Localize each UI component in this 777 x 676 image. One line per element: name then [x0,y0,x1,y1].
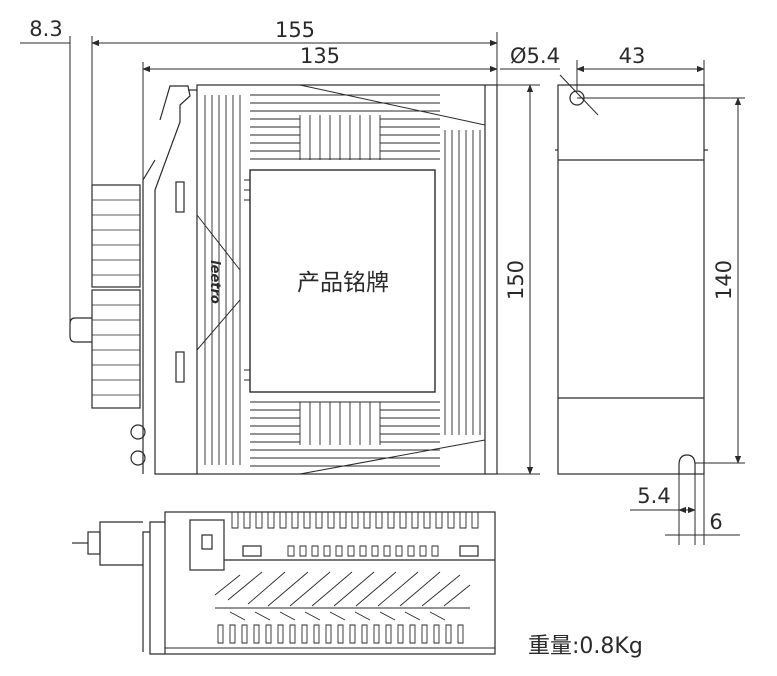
dim-height: 150 [504,260,528,300]
dim-hole-diameter: Ø5.4 [510,44,560,68]
dim-slot-width: 5.4 [637,484,670,508]
dim-offset-left: 8.3 [29,17,62,41]
nameplate-label: 产品铭牌 [297,270,389,296]
dimension-lines [20,32,540,475]
top-view [72,511,496,655]
side-view [555,84,708,475]
dim-depth: 43 [619,44,646,68]
front-view [69,84,498,475]
weight-label: 重量:0.8Kg [528,634,643,659]
nameplate-area [249,169,436,393]
dim-hole-spacing: 140 [712,260,736,300]
dim-body-width: 135 [300,44,340,68]
dim-total-width: 155 [275,18,315,42]
top-view-fins [165,512,495,649]
dim-slot-offset: 6 [709,510,722,534]
brand-logo: leetro [207,260,222,304]
side-dimension-lines [500,60,745,545]
